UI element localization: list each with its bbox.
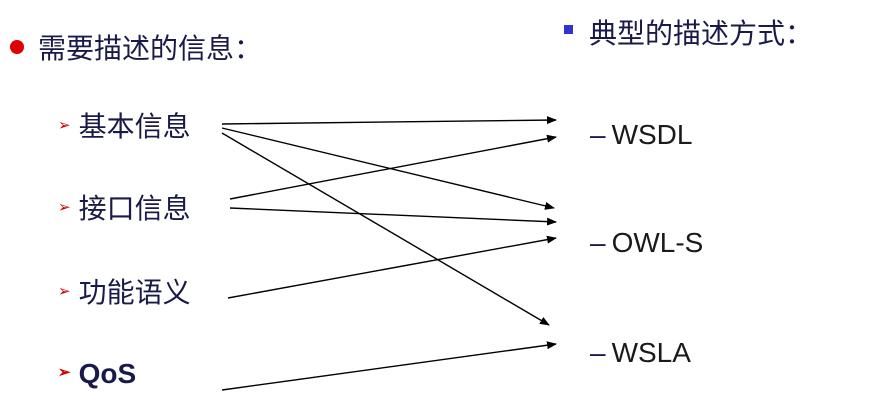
- arrow-right-icon: ➢: [58, 198, 71, 216]
- arrow-right-icon: ➢: [58, 116, 71, 134]
- approach-owl-s: –OWL-S: [590, 226, 703, 260]
- arrow-interface-to-owl-s: [229, 207, 557, 226]
- arrow-right-icon: ➢: [58, 363, 71, 381]
- left-heading: 需要描述的信息：: [10, 32, 262, 66]
- arrow-right-icon: ➢: [58, 282, 71, 300]
- approach-wsdl: –WSDL: [590, 118, 692, 152]
- arrow-basic-to-owl-s: [221, 127, 555, 210]
- left-heading-text: 需要描述的信息：: [38, 32, 263, 65]
- info-item-semantics: ➢ 功能语义: [58, 276, 191, 311]
- info-item-label: 功能语义: [78, 276, 191, 309]
- info-item-interface: ➢ 接口信息: [58, 192, 191, 227]
- right-heading-text: 典型的描述方式：: [589, 17, 814, 50]
- info-item-basic: ➢ 基本信息: [58, 110, 191, 145]
- dash-icon: –: [590, 119, 606, 150]
- arrow-qos-to-wsla: [221, 341, 557, 391]
- arrow-basic-to-wsdl: [221, 116, 557, 125]
- approach-label: OWL-S: [611, 227, 704, 258]
- dash-icon: –: [590, 227, 606, 258]
- arrow-interface-to-wsdl: [229, 134, 557, 200]
- info-item-label: QoS: [78, 358, 137, 389]
- info-item-label: 接口信息: [78, 192, 191, 225]
- approach-label: WSLA: [611, 337, 691, 368]
- dash-icon: –: [590, 337, 606, 368]
- blue-square-icon: [564, 24, 573, 34]
- info-item-qos: ➢ QoS: [58, 357, 136, 393]
- arrow-basic-to-wsla: [221, 132, 550, 326]
- arrow-semantics-to-owl-s: [227, 235, 557, 299]
- approach-wsla: –WSLA: [590, 336, 691, 370]
- red-dot-icon: [10, 40, 24, 54]
- approach-label: WSDL: [611, 119, 693, 150]
- info-item-label: 基本信息: [78, 110, 191, 143]
- right-heading: 典型的描述方式：: [564, 17, 813, 51]
